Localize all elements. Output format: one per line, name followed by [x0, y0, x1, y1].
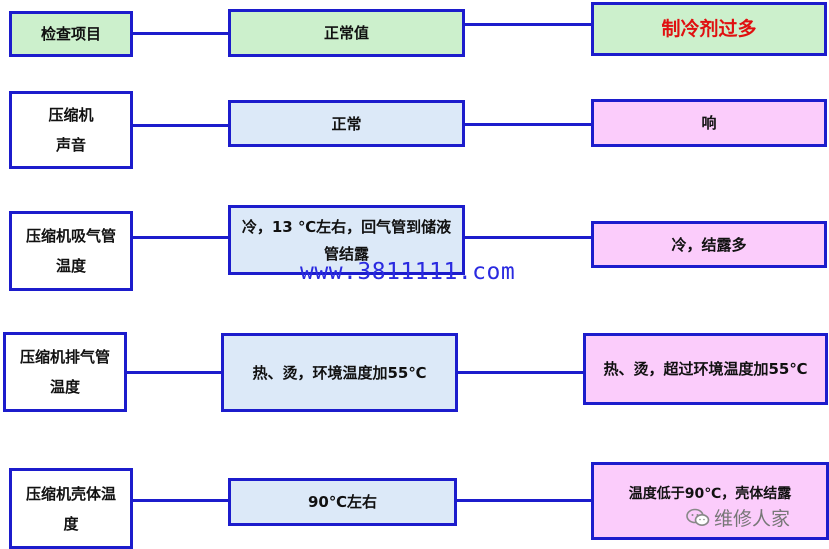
normal-value-line: 管结露 — [323, 245, 369, 263]
item-box-discharge-temp: 压缩机排气管 温度 — [3, 332, 127, 412]
connector-line — [130, 32, 230, 35]
header-normal-box: 正常值 — [228, 9, 465, 57]
item-label-line: 声音 — [55, 136, 86, 154]
fault-box-suction-temp: 冷，结露多 — [591, 221, 827, 268]
header-fault-box: 制冷剂过多 — [591, 2, 827, 56]
header-normal-label: 正常值 — [323, 24, 369, 42]
connector-line — [462, 23, 594, 26]
connector-line — [462, 123, 594, 126]
connector-line — [131, 124, 230, 127]
normal-value: 热、烫，环境温度加55℃ — [252, 363, 427, 382]
connector-line — [131, 236, 230, 239]
item-label-line: 压缩机壳体温 — [25, 484, 116, 503]
normal-value: 正常 — [331, 114, 362, 133]
fault-box-compressor-sound: 响 — [591, 99, 827, 147]
normal-value: 90℃左右 — [307, 493, 378, 511]
normal-box-discharge-temp: 热、烫，环境温度加55℃ — [221, 333, 458, 412]
item-label-line: 度 — [63, 514, 79, 533]
item-box-suction-temp: 压缩机吸气管 温度 — [9, 211, 133, 291]
fault-value: 温度低于90℃，壳体结露 — [628, 486, 792, 502]
fault-value: 热、烫，超过环境温度加55℃ — [603, 360, 808, 378]
normal-box-shell-temp: 90℃左右 — [228, 478, 457, 526]
connector-line — [130, 499, 230, 502]
item-label-line: 压缩机排气管 — [19, 348, 110, 366]
item-box-shell-temp: 压缩机壳体温 度 — [9, 468, 133, 549]
item-label-line: 压缩机吸气管 — [25, 227, 116, 245]
item-label-line: 压缩机 — [48, 106, 94, 124]
item-label-line: 温度 — [49, 378, 80, 396]
connector-line — [455, 371, 586, 374]
item-box-compressor-sound: 压缩机 声音 — [9, 91, 133, 169]
connector-line — [455, 499, 592, 502]
item-label-line: 温度 — [55, 257, 86, 275]
website-watermark: www.3811111.com — [300, 259, 516, 285]
fault-box-shell-temp: 温度低于90℃，壳体结露 — [591, 462, 829, 540]
fault-value: 冷，结露多 — [671, 235, 747, 254]
header-fault-label: 制冷剂过多 — [661, 18, 757, 40]
connector-line — [463, 236, 594, 239]
header-item-label: 检查项目 — [40, 25, 101, 43]
connector-line — [124, 371, 224, 374]
normal-box-suction-temp: 冷，13 ℃左右，回气管到储液 管结露 — [228, 205, 465, 275]
brand-watermark: 维修人家 — [686, 504, 790, 531]
normal-box-compressor-sound: 正常 — [228, 100, 465, 147]
brand-name: 维修人家 — [714, 508, 791, 530]
normal-value-line: 冷，13 ℃左右，回气管到储液 — [241, 218, 452, 236]
wechat-icon — [686, 508, 710, 528]
fault-value: 响 — [701, 114, 717, 132]
header-item-box: 检查项目 — [9, 11, 133, 57]
fault-box-discharge-temp: 热、烫，超过环境温度加55℃ — [583, 333, 828, 405]
